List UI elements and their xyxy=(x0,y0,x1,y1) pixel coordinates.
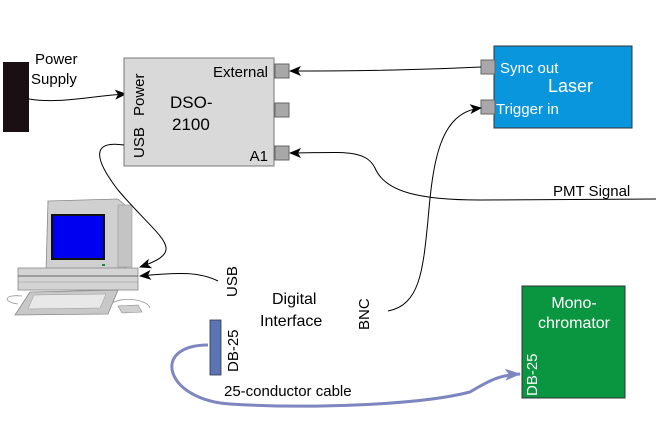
power-supply-label-2: Supply xyxy=(31,71,77,88)
interface-label-2: Interface xyxy=(260,313,322,330)
laser-port-trigger-in: Trigger in xyxy=(496,101,559,118)
db25-cable xyxy=(170,343,521,408)
power-cable xyxy=(28,89,127,102)
laser-name: Laser xyxy=(548,76,593,96)
computer-icon xyxy=(6,198,151,316)
laser-box xyxy=(493,45,633,129)
dso-port-a1-label: A1 xyxy=(250,148,268,165)
interface-port-usb: USB xyxy=(224,266,241,297)
power-supply-label-1: Power xyxy=(35,51,78,68)
laser-sync-out-connector xyxy=(480,59,496,75)
pmt-signal-label: PMT Signal xyxy=(553,183,630,200)
interface-usb-cable xyxy=(139,269,219,282)
pmt-cable xyxy=(289,147,657,201)
interface-label-1: Digital xyxy=(272,291,316,308)
interface-port-bnc: BNC xyxy=(356,298,373,330)
laser-trigger-in-connector xyxy=(480,99,496,115)
dso-a1-connector xyxy=(274,145,290,161)
dso-port-power-label: Power xyxy=(131,73,148,116)
dso-name-1: DSO- xyxy=(170,93,213,112)
dso-middle-connector xyxy=(274,102,290,118)
monochromator-name-2: chromator xyxy=(538,315,611,332)
computer-screen xyxy=(51,214,105,260)
dso-usb-cable xyxy=(99,143,167,269)
interface-db25-connector xyxy=(209,319,222,376)
dso-name-2: 2100 xyxy=(172,115,210,134)
dso-port-usb-label: USB xyxy=(131,127,148,158)
dso-port-external-label: External xyxy=(213,64,268,81)
cable-label: 25-conductor cable xyxy=(224,383,352,400)
interface-port-db25: DB-25 xyxy=(225,329,242,372)
dso-2100-box xyxy=(123,57,275,167)
monochromator-box xyxy=(521,285,626,399)
monochromator-name-1: Mono- xyxy=(551,295,596,312)
bnc-cable xyxy=(387,104,482,312)
power-supply-block xyxy=(3,62,29,132)
monochromator-port-db25: DB-25 xyxy=(524,353,541,396)
laser-port-sync-out: Sync out xyxy=(500,60,559,77)
sync-cable xyxy=(289,65,482,76)
dso-external-connector xyxy=(274,63,290,79)
